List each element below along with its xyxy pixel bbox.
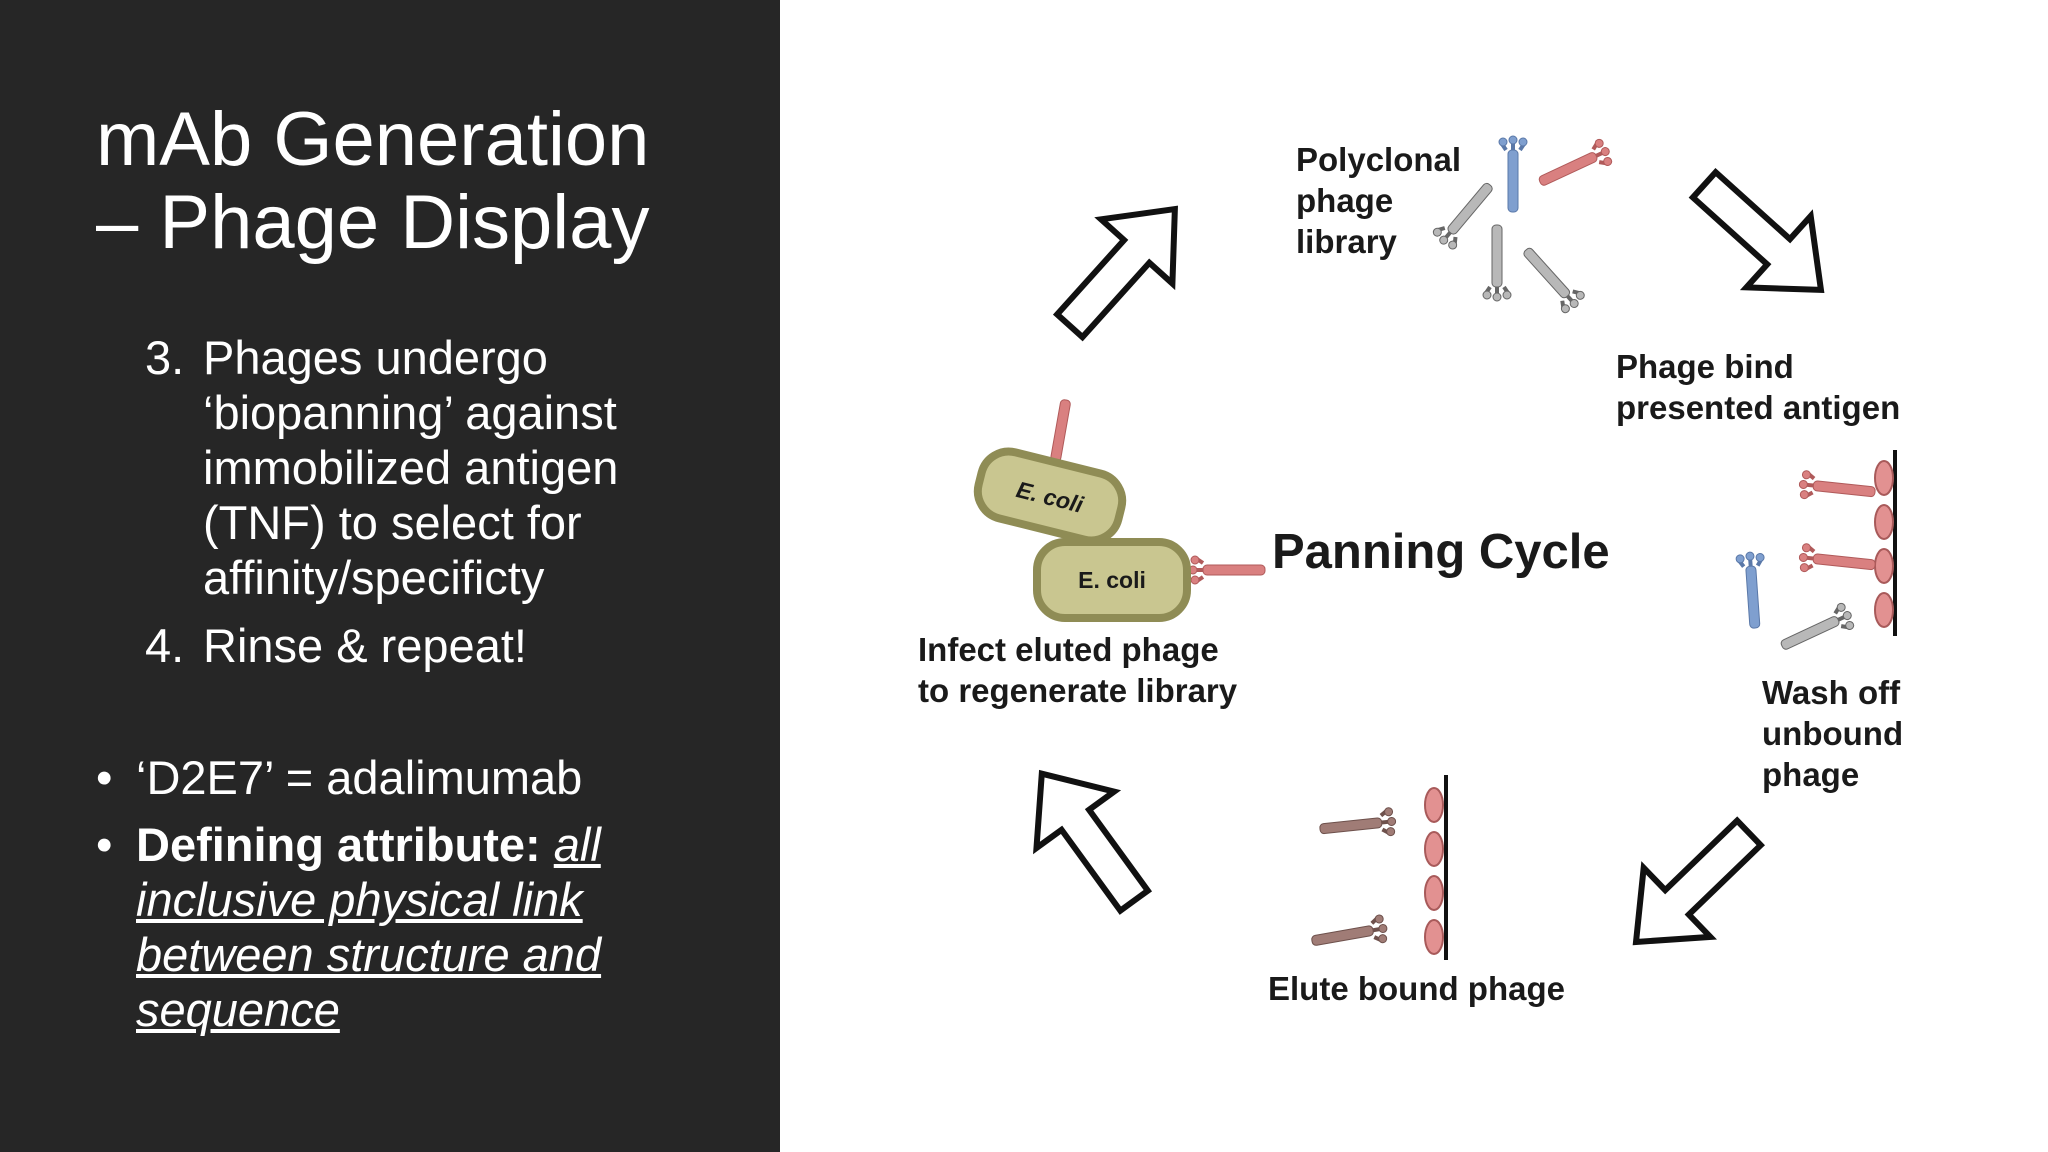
- ecoli-cell: E. coli: [1033, 538, 1191, 622]
- title-panel: mAb Generation – Phage Display 3. Phages…: [0, 0, 780, 1152]
- slide-title-line-2: – Phage Display: [96, 180, 650, 265]
- bind-antigen-group: [1733, 450, 1897, 661]
- phage-unbound-icon: [1774, 599, 1859, 661]
- phage-eluted-icon: [1307, 912, 1392, 957]
- elute-group: [1307, 775, 1448, 960]
- elute-label: Elute bound phage: [1268, 970, 1565, 1007]
- library-label: Polyclonal phage library: [1296, 141, 1470, 260]
- bullet-dot: •: [96, 818, 113, 871]
- phage-infecting-icon: [1187, 554, 1267, 586]
- diagram-center-title: Panning Cycle: [1272, 525, 1610, 579]
- phage-grey-icon: [1513, 238, 1590, 318]
- ecoli-group: E. coli E. coli: [973, 395, 1267, 622]
- bind-label: Phage bind presented antigen: [1616, 348, 1900, 426]
- panning-cycle-diagram: E. coli E. coli Panning Cycle Polyclonal…: [780, 0, 2048, 1152]
- bullet-bold-text: Defining attribute:: [136, 818, 541, 871]
- bullet-item: • ‘D2E7’ = adalimumab: [96, 750, 696, 805]
- phage-grey-icon: [1481, 223, 1513, 303]
- phage-blue-icon: [1497, 134, 1529, 214]
- diagram-canvas: E. coli E. coli Panning Cycle Polyclonal…: [918, 134, 1912, 1007]
- bullet-underlined-text: all inclusive physical link between stru…: [136, 818, 602, 1036]
- arrow-wash-to-elute-icon: [1603, 798, 1783, 976]
- antigen-row: [1424, 787, 1444, 955]
- wash-label: Wash off unbound phage: [1762, 674, 1912, 793]
- step-number: 3.: [145, 331, 185, 384]
- step-number: 4.: [145, 619, 185, 672]
- step-text: Rinse & repeat!: [203, 619, 527, 672]
- bullet-list: • ‘D2E7’ = adalimumab • Defining attribu…: [96, 750, 696, 1049]
- bullet-text: ‘D2E7’ = adalimumab: [136, 751, 583, 804]
- phage-bound-icon: [1795, 541, 1879, 581]
- bullet-dot: •: [96, 751, 113, 804]
- slide-title-line-1: mAb Generation: [96, 97, 650, 182]
- arrow-elute-to-infect-icon: [1003, 745, 1173, 928]
- step-list: 3. Phages undergo ‘biopanning’ against i…: [145, 330, 693, 686]
- phage-eluted-icon: [1316, 805, 1400, 845]
- infect-label: Infect eluted phage to regenerate librar…: [918, 631, 1238, 709]
- arrow-library-to-bind-icon: [1672, 149, 1853, 325]
- phage-red-icon: [1532, 135, 1617, 197]
- phage-grey-icon: [1428, 174, 1503, 255]
- bullet-item: • Defining attribute: all inclusive phys…: [96, 817, 696, 1037]
- step-text: Phages undergo ‘biopanning’ against immo…: [203, 331, 619, 604]
- phage-bound-icon: [1795, 468, 1879, 508]
- slide-title: mAb Generation – Phage Display: [96, 98, 649, 264]
- phage-unbound-icon: [1733, 549, 1771, 631]
- step-item: 4. Rinse & repeat!: [145, 618, 693, 673]
- arrow-infect-to-library-icon: [1034, 177, 1210, 358]
- ecoli-cell: E. coli: [973, 447, 1127, 545]
- ecoli-label: E. coli: [1078, 567, 1146, 593]
- antigen-row: [1874, 460, 1894, 628]
- step-item: 3. Phages undergo ‘biopanning’ against i…: [145, 330, 693, 605]
